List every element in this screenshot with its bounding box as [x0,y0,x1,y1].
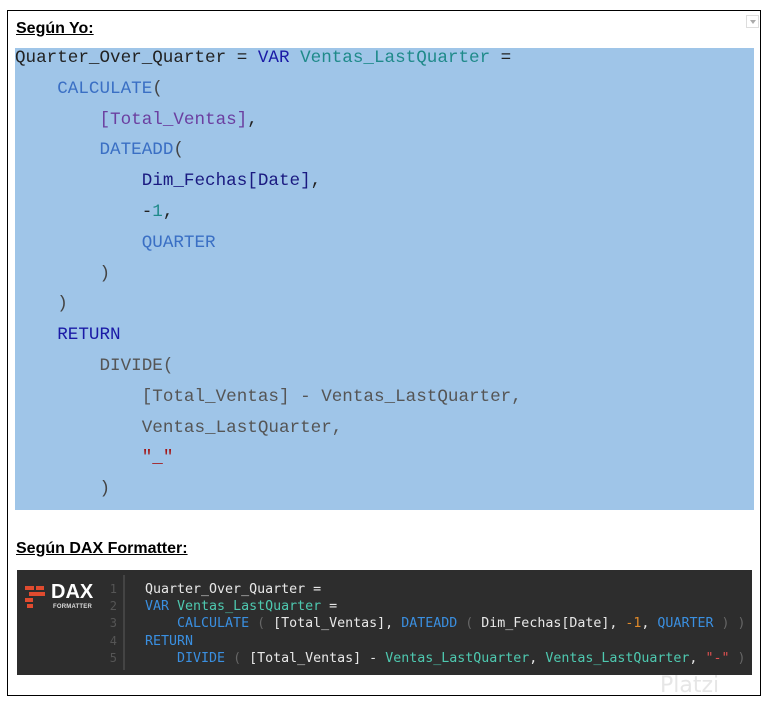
dax-logo-icon [25,586,45,608]
code-token: = [321,599,338,615]
code-line: ) [15,479,110,499]
code-token: ( [173,140,184,161]
code-token: "-" [705,650,730,666]
line-numbers: 1 2 3 4 5 [105,581,117,667]
gutter-divider [123,575,125,670]
code-line: DIVIDE( [15,356,173,376]
logo-title: DAX [51,581,94,603]
code-token: ( [152,78,163,99]
code-line: ) [15,294,68,314]
code-line: Dim_Fechas[Date], [15,171,322,192]
code-line: Ventas_LastQuarter, [15,417,343,438]
document-frame [7,10,761,696]
code-token: DATEADD [99,140,174,161]
dax-formatter-logo: DAX FORMATTER [25,581,105,616]
section-title-segun-yo: Según Yo: [16,20,94,37]
code-line: RETURN [15,325,121,346]
code-line: VAR Ventas_LastQuarter = [145,598,337,615]
dropdown-arrow-icon[interactable] [746,15,759,28]
code-line: CALCULATE( [15,79,163,99]
code-token: RETURN [57,325,121,346]
line-number: 2 [109,599,117,614]
line-number: 4 [109,633,117,648]
code-token: ( [457,616,482,632]
code-token: , [247,109,258,130]
code-token: Ventas_LastQuarter [385,650,530,666]
manual-code-block: Quarter_Over_Quarter = VAR Ventas_LastQu… [15,48,754,510]
code-token: Dim_Fechas[Date] [141,171,311,192]
code-token: [Total_Ventas], [273,616,402,632]
code-token: DIVIDE( [99,356,174,376]
code-token: , [689,650,706,666]
line-number: 1 [109,582,117,596]
platzi-watermark: Platzi [660,673,720,698]
code-line: QUARTER [15,233,216,253]
code-token: [Total_Ventas] - Ventas_LastQuarter, [141,386,522,407]
code-token: , [310,171,322,192]
code-token: Ventas_LastQuarter [177,599,322,615]
code-token: RETURN [145,633,194,649]
section-title-dax-formatter: Según DAX Formatter: [16,540,188,557]
code-token: DIVIDE [145,650,226,666]
code-token: Ventas_LastQuarter, [141,417,343,438]
code-token: ( [249,616,274,632]
code-token: Ventas_LastQuarter [300,48,491,68]
code-token: ) [57,294,68,315]
code-token: ( [225,650,250,666]
code-token: -1 [625,616,642,632]
code-line: [Total_Ventas] - Ventas_LastQuarter, [15,387,522,407]
code-line: [Total_Ventas], [15,109,258,130]
code-line: RETURN [145,633,193,650]
code-line: CALCULATE ( [Total_Ventas], DATEADD ( Di… [145,615,746,632]
code-token: 1 [152,202,163,222]
code-token: CALCULATE [57,78,153,99]
code-token: DATEADD [401,616,458,632]
code-token: VAR [145,599,178,615]
code-token: ) ) [713,616,746,632]
code-token: "_" [141,448,174,469]
code-token: [Total_Ventas] [99,109,248,130]
code-token: = [490,48,512,68]
code-token: QUARTER [657,616,714,632]
code-token: Ventas_LastQuarter [545,650,690,666]
code-token: ) [99,479,111,500]
code-token: Dim_Fechas[Date], [481,616,626,632]
code-token: ) [729,650,746,666]
code-line: ) [15,264,110,284]
code-line: Quarter_Over_Quarter = VAR Ventas_LastQu… [15,48,511,68]
code-token: , [529,650,546,666]
code-token: ) [99,263,111,284]
line-number: 3 [109,616,117,631]
dax-formatter-image: DAX FORMATTER 1 2 3 4 5 Quarter_Over_Quarter… [17,570,752,675]
code-line: DIVIDE ( [Total_Ventas] - Ventas_LastQua… [145,650,745,667]
code-token: QUARTER [141,232,216,253]
code-line: Quarter_Over_Quarter = [145,581,321,598]
code-token: Quarter_Over_Quarter = [145,582,322,597]
code-token: , [641,616,658,632]
code-token: VAR [257,48,301,68]
logo-subtitle: FORMATTER [53,604,93,610]
code-line: -1, [15,202,174,222]
code-token: - [141,202,153,222]
code-token: CALCULATE [145,616,250,632]
line-number: 5 [109,650,117,665]
code-token: Quarter_Over_Quarter = [15,48,258,68]
code-line: DATEADD( [15,140,184,161]
code-token: , [162,202,174,222]
code-token: [Total_Ventas] - [249,650,386,666]
code-line: "_" [15,448,174,469]
